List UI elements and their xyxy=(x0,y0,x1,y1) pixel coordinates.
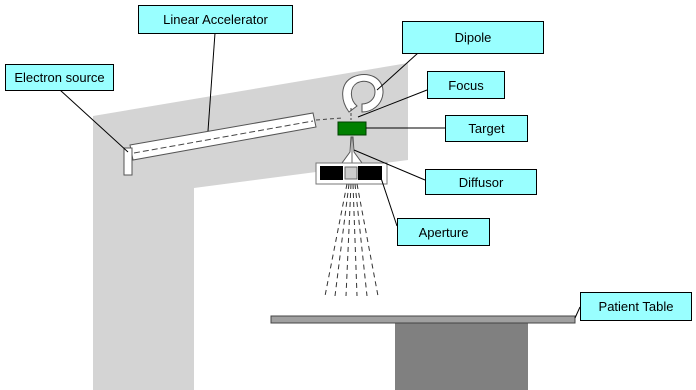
table-base xyxy=(395,323,528,390)
radiation-beam xyxy=(324,183,379,297)
label-linear-accelerator: Linear Accelerator xyxy=(138,5,293,34)
label-electron-source: Electron source xyxy=(5,64,114,91)
dipole-magnet xyxy=(342,73,384,113)
label-focus: Focus xyxy=(427,71,505,99)
aperture-jaw-right xyxy=(358,166,382,180)
label-target: Target xyxy=(445,115,528,142)
label-patient-table: Patient Table xyxy=(580,292,692,321)
label-diffusor: Diffusor xyxy=(425,169,537,195)
leader-lines xyxy=(59,32,581,319)
accelerator-beam-path xyxy=(133,120,314,154)
table-top xyxy=(270,315,576,324)
aperture-jaw-left xyxy=(320,166,343,180)
gantry-arm xyxy=(93,63,408,390)
target-block xyxy=(337,121,367,136)
aperture-opening xyxy=(344,166,358,180)
electron-source-block xyxy=(123,147,133,176)
label-aperture: Aperture xyxy=(397,218,490,246)
label-dipole: Dipole xyxy=(402,21,544,54)
beam-path-to-target xyxy=(315,117,343,121)
